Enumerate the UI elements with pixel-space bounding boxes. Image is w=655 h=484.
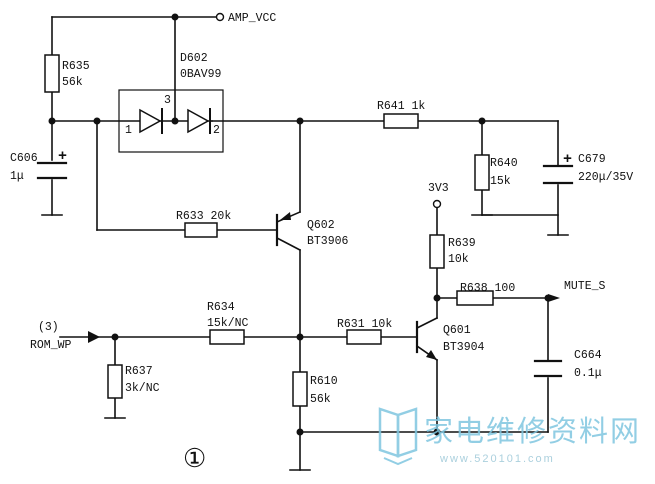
d602-ref: D602 <box>180 52 208 65</box>
figure-number: ① <box>183 444 206 474</box>
q601-value: BT3904 <box>443 341 485 354</box>
r639-value: 10k <box>448 253 469 266</box>
d602-dual-diode <box>118 89 224 153</box>
rom-wp-pin: (3) <box>38 321 59 334</box>
net-label-3v3: 3V3 <box>428 182 449 195</box>
junction-dots <box>48 13 552 436</box>
c606-value: 1μ <box>10 170 24 183</box>
resistors <box>44 54 494 407</box>
q602-pnp-transistor <box>275 210 302 252</box>
c679-value: 220μ/35V <box>578 171 633 184</box>
c679-polarity: + <box>563 151 572 168</box>
c606-capacitor <box>36 161 68 180</box>
junction-dot <box>296 117 304 125</box>
r639-resistor <box>429 234 445 269</box>
c606-ref: C606 <box>10 152 38 165</box>
net-label-amp-vcc: AMP_VCC <box>228 12 276 25</box>
r633-label: R633 20k <box>176 210 231 223</box>
r641-label: R641 1k <box>377 100 425 113</box>
r631-label: R631 10k <box>337 318 392 331</box>
junction-dot <box>478 117 486 125</box>
r634-resistor <box>209 329 245 345</box>
r610-resistor <box>292 371 308 407</box>
mute-s-arrow <box>548 294 560 302</box>
q602-value: BT3906 <box>307 235 349 248</box>
q602-arrow-icon <box>280 212 291 220</box>
q602-ref: Q602 <box>307 219 335 232</box>
r635-ref: R635 <box>62 60 90 73</box>
r631-ref: R631 <box>337 318 365 331</box>
net-label-mute-s: MUTE_S <box>564 280 606 293</box>
watermark-text: 家电维修资料网 <box>424 414 641 448</box>
v3v3-terminal <box>432 199 442 209</box>
r638-label: R638 100 <box>460 282 515 295</box>
r631-resistor <box>346 329 382 345</box>
r641-ref: R641 <box>377 100 405 113</box>
rom-wp-arrow <box>88 331 100 343</box>
net-label-rom-wp: ROM_WP <box>30 339 72 352</box>
junction-dot <box>296 428 304 436</box>
d602-value: 0BAV99 <box>180 68 222 81</box>
c679-ref: C679 <box>578 153 606 166</box>
r610-ref: R610 <box>310 375 338 388</box>
c679-capacitor <box>542 164 574 185</box>
d602-pin3: 3 <box>164 94 171 107</box>
amp-vcc-terminal <box>215 12 225 22</box>
junction-dot <box>296 333 304 341</box>
r633-resistor <box>184 222 218 238</box>
c664-value: 0.1μ <box>574 367 602 380</box>
r641-resistor <box>383 113 419 129</box>
junction-dot <box>433 428 441 436</box>
r638-value: 100 <box>495 282 516 295</box>
r640-resistor <box>474 154 490 191</box>
c606-polarity: + <box>58 148 67 165</box>
q601-ref: Q601 <box>443 324 471 337</box>
r635-resistor <box>44 54 60 93</box>
watermark: 家电维修资料网 www.520101.com <box>378 407 641 466</box>
junction-dot <box>93 117 101 125</box>
r634-value: 15k/NC <box>207 317 249 330</box>
r610-value: 56k <box>310 393 331 406</box>
c664-ref: C664 <box>574 349 602 362</box>
capacitors <box>36 161 574 378</box>
r633-value: 20k <box>211 210 232 223</box>
r637-value: 3k/NC <box>125 382 160 395</box>
r640-ref: R640 <box>490 157 518 170</box>
d602-pin2: 2 <box>213 124 220 137</box>
d602-package <box>118 89 224 153</box>
junction-dot <box>544 294 552 302</box>
r639-ref: R639 <box>448 237 476 250</box>
junction-dot <box>433 294 441 302</box>
labels: AMP_VCC R635 56k D602 0BAV99 1 3 2 C606 … <box>10 12 633 474</box>
r640-value: 15k <box>490 175 511 188</box>
watermark-url: www.520101.com <box>439 453 555 465</box>
r635-value: 56k <box>62 76 83 89</box>
net-arrows <box>88 12 560 343</box>
r637-resistor <box>107 364 123 399</box>
junction-dot <box>48 117 56 125</box>
wires <box>51 16 559 471</box>
c664-capacitor <box>533 359 563 378</box>
r638-ref: R638 <box>460 282 488 295</box>
r634-ref: R634 <box>207 301 235 314</box>
diode-right-icon <box>187 108 210 134</box>
r631-value: 10k <box>372 318 393 331</box>
diode-left-icon <box>139 108 162 134</box>
junction-dot <box>171 13 179 21</box>
r637-ref: R637 <box>125 365 153 378</box>
r641-value: 1k <box>412 100 426 113</box>
r633-ref: R633 <box>176 210 204 223</box>
q601-npn-transistor <box>415 316 439 362</box>
ground-symbols <box>41 214 569 471</box>
r638-resistor <box>456 290 494 306</box>
junction-dot <box>111 333 119 341</box>
watermark-book-icon <box>378 407 418 466</box>
d602-pin1: 1 <box>125 124 132 137</box>
q601-arrow-icon <box>426 350 437 360</box>
